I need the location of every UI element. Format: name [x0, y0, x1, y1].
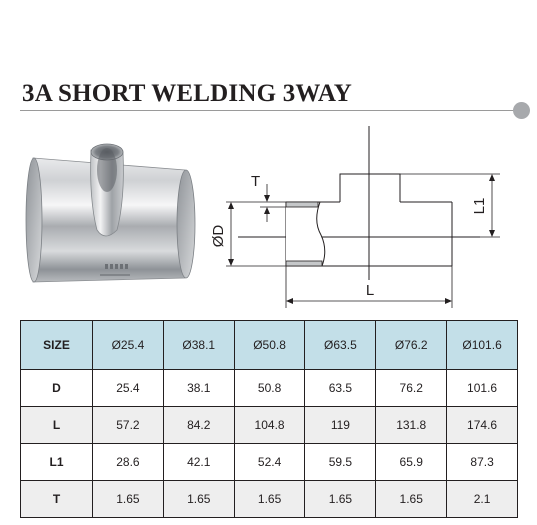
title-divider: [20, 110, 516, 111]
table-cell: 104.8: [233, 406, 306, 444]
table-header-row: SIZE Ø25.4 Ø38.1 Ø50.8 Ø63.5 Ø76.2 Ø101.…: [20, 320, 518, 370]
table-cell: 87.3: [446, 443, 518, 481]
table-row: T 1.65 1.65 1.65 1.65 1.65 2.1: [20, 480, 518, 518]
product-photo: [25, 143, 196, 283]
table-cell: 76.2: [375, 369, 448, 407]
wall-hatch-top: [285, 201, 319, 208]
column-header: Ø101.6: [446, 320, 518, 370]
column-header: Ø76.2: [375, 320, 448, 370]
table-cell: 63.5: [304, 369, 377, 407]
table-row: D 25.4 38.1 50.8 63.5 76.2 101.6: [20, 369, 518, 407]
dim-label-t: T: [251, 173, 260, 190]
table-cell: 42.1: [162, 443, 235, 481]
row-label: L: [20, 406, 93, 444]
dim-label-d: ØD: [210, 225, 227, 248]
cutaway-section: [286, 201, 326, 267]
table-cell: 50.8: [233, 369, 306, 407]
table-cell: 1.65: [375, 480, 448, 518]
column-header: Ø63.5: [304, 320, 377, 370]
table-cell: 2.1: [446, 480, 518, 518]
column-header: Ø25.4: [92, 320, 164, 370]
table-cell: 57.2: [92, 406, 164, 444]
table-cell: 25.4: [92, 369, 164, 407]
table-cell: 131.8: [375, 406, 448, 444]
table-cell: 174.6: [446, 406, 518, 444]
row-label: D: [20, 369, 93, 407]
table-cell: 59.5: [304, 443, 377, 481]
table-cell: 28.6: [92, 443, 164, 481]
specification-table: SIZE Ø25.4 Ø38.1 Ø50.8 Ø63.5 Ø76.2 Ø101.…: [20, 320, 518, 518]
table-cell: 65.9: [375, 443, 448, 481]
table-cell: 1.65: [162, 480, 235, 518]
column-header: SIZE: [20, 320, 93, 370]
column-header: Ø38.1: [162, 320, 235, 370]
table-cell: 52.4: [233, 443, 306, 481]
technical-drawing: T ØD L1 L: [210, 126, 500, 308]
table-cell: 84.2: [162, 406, 235, 444]
row-label: T: [20, 480, 93, 518]
wall-hatch-bottom: [285, 260, 323, 267]
table-row: L1 28.6 42.1 52.4 59.5 65.9 87.3: [20, 443, 518, 481]
row-label: L1: [20, 443, 93, 481]
table-cell: 38.1: [162, 369, 235, 407]
table-cell: 1.65: [304, 480, 377, 518]
dim-label-l1: L1: [471, 198, 488, 215]
column-header: Ø50.8: [233, 320, 306, 370]
title-dot-ornament: [513, 102, 530, 119]
table-cell: 119: [304, 406, 377, 444]
table-cell: 1.65: [92, 480, 164, 518]
branch-outline: [339, 173, 401, 202]
table-cell: 101.6: [446, 369, 518, 407]
table-row: L 57.2 84.2 104.8 119 131.8 174.6: [20, 406, 518, 444]
page-title: 3A SHORT WELDING 3WAY: [22, 80, 353, 107]
dim-label-l: L: [366, 282, 374, 299]
table-cell: 1.65: [233, 480, 306, 518]
